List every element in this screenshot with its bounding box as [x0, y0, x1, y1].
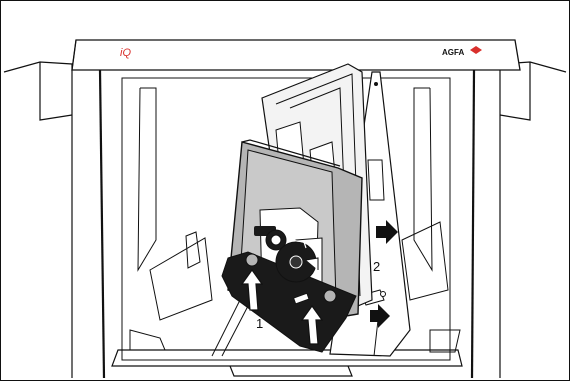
brand-left-logo: iQ: [120, 47, 131, 59]
step-2-label: 2: [373, 259, 380, 274]
brand-right-logo: AGFA: [442, 48, 464, 57]
step-1-label: 1: [256, 316, 263, 331]
